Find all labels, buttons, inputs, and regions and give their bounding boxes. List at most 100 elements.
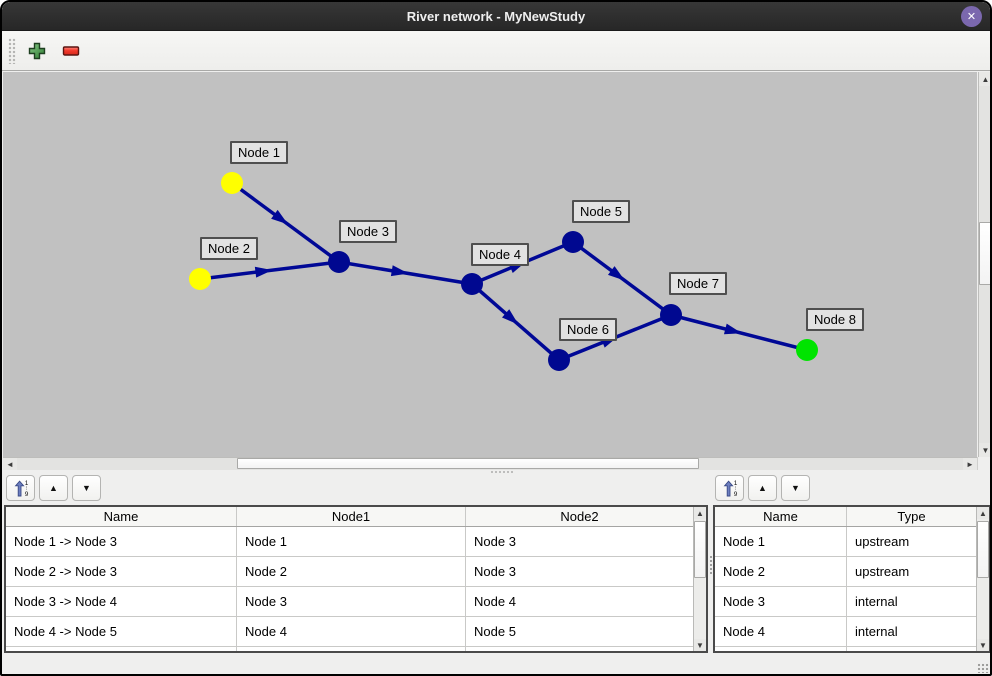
node-node-5[interactable] — [562, 231, 584, 253]
resize-grip-icon[interactable] — [977, 663, 989, 673]
scroll-up-icon[interactable]: ▲ — [979, 72, 990, 86]
table-cell[interactable]: Node 3 -> Node 4 — [6, 587, 237, 616]
canvas-vertical-scrollbar[interactable]: ▲ ▼ — [978, 72, 990, 457]
scrollbar-corner — [977, 457, 990, 470]
scroll-up-icon[interactable]: ▲ — [694, 507, 706, 519]
node-node-7[interactable] — [660, 304, 682, 326]
edge-arrow-icon — [390, 265, 409, 277]
scroll-down-icon[interactable]: ▼ — [979, 443, 990, 457]
plus-icon — [28, 42, 46, 59]
branches-scroll-thumb[interactable] — [694, 521, 706, 578]
table-cell[interactable]: Node 2 — [237, 557, 466, 586]
nodes-table-scrollbar[interactable]: ▲ ▼ — [976, 507, 989, 651]
node-move-down-button[interactable]: ▼ — [781, 475, 810, 501]
scroll-right-icon[interactable]: ► — [963, 458, 977, 470]
column-header-name[interactable]: Name — [6, 507, 237, 526]
column-header-node2[interactable]: Node2 — [560, 509, 599, 524]
horizontal-splitter[interactable] — [3, 470, 990, 474]
table-row[interactable]: Node 2 upstream — [715, 557, 976, 587]
minus-icon — [62, 45, 80, 56]
scroll-down-icon[interactable]: ▼ — [977, 639, 989, 651]
up-triangle-icon: ▲ — [758, 483, 767, 493]
node-label: Node 5 — [572, 200, 630, 223]
table-row[interactable]: Node 3 internal — [715, 587, 976, 617]
node-node-1[interactable] — [221, 172, 243, 194]
sort-branches-button[interactable]: 1 9 — [6, 475, 35, 501]
table-cell[interactable]: Node 3 — [715, 587, 847, 616]
delete-button[interactable] — [58, 38, 84, 64]
table-cell[interactable]: Node 1 — [237, 527, 466, 556]
node-node-3[interactable] — [328, 251, 350, 273]
table-cell[interactable]: Node 3 — [237, 587, 466, 616]
splitter-dots — [490, 471, 514, 473]
table-row-partial — [715, 647, 976, 651]
sort-icon: 1 9 — [14, 480, 28, 497]
sort-nodes-button[interactable]: 1 9 — [715, 475, 744, 501]
canvas-horizontal-scrollbar[interactable]: ◄ ► — [3, 457, 977, 470]
table-cell[interactable]: Node 4 — [237, 617, 466, 646]
table-cell[interactable]: Node 5 — [474, 624, 516, 639]
table-cell — [715, 647, 847, 651]
node-label: Node 2 — [200, 237, 258, 260]
up-triangle-icon: ▲ — [49, 483, 58, 493]
node-node-6[interactable] — [548, 349, 570, 371]
nodes-scroll-thumb[interactable] — [977, 521, 989, 578]
scroll-down-icon[interactable]: ▼ — [694, 639, 706, 651]
sort-digit-top: 1 — [733, 480, 737, 487]
table-cell[interactable]: Node 4 — [474, 594, 516, 609]
toolbar-drag-handle[interactable] — [8, 37, 16, 64]
branch-move-up-button[interactable]: ▲ — [39, 475, 68, 501]
edge-arrow-icon — [723, 323, 742, 335]
nodes-table-header: Name Type — [715, 507, 976, 527]
scroll-up-icon[interactable]: ▲ — [977, 507, 989, 519]
close-icon: ✕ — [966, 11, 977, 23]
node-node-8[interactable] — [796, 339, 818, 361]
branches-table-scrollbar[interactable]: ▲ ▼ — [693, 507, 706, 651]
node-label: Node 3 — [339, 220, 397, 243]
table-cell[interactable]: Node 1 -> Node 3 — [6, 527, 237, 556]
node-node-2[interactable] — [189, 268, 211, 290]
add-button[interactable] — [24, 38, 50, 64]
table-cell[interactable]: Node 3 — [474, 534, 516, 549]
table-cell — [237, 647, 466, 651]
toolbar — [2, 31, 990, 71]
table-cell[interactable]: internal — [855, 624, 898, 639]
table-row[interactable]: Node 4 internal — [715, 617, 976, 647]
sort-digit-top: 1 — [24, 480, 28, 487]
node-move-up-button[interactable]: ▲ — [748, 475, 777, 501]
title-bar: River network - MyNewStudy ✕ — [2, 2, 990, 31]
sort-icon: 1 9 — [723, 480, 737, 497]
edge-arrow-icon — [607, 266, 625, 281]
canvas-vertical-scroll-thumb[interactable] — [979, 222, 990, 285]
table-row[interactable]: Node 1 upstream — [715, 527, 976, 557]
edge-arrow-icon — [254, 266, 273, 278]
vertical-pane-splitter[interactable] — [709, 555, 714, 575]
column-header-type[interactable]: Type — [897, 509, 926, 524]
table-cell[interactable]: Node 2 — [715, 557, 847, 586]
branch-move-down-button[interactable]: ▼ — [72, 475, 101, 501]
table-cell[interactable]: upstream — [855, 534, 910, 549]
table-cell[interactable]: Node 3 — [474, 564, 516, 579]
table-cell[interactable]: Node 4 — [715, 617, 847, 646]
table-cell[interactable]: Node 4 -> Node 5 — [6, 617, 237, 646]
table-cell[interactable]: Node 1 — [715, 527, 847, 556]
node-node-4[interactable] — [461, 273, 483, 295]
table-cell[interactable]: upstream — [855, 564, 910, 579]
scroll-left-icon[interactable]: ◄ — [3, 458, 17, 470]
table-cell[interactable]: Node 2 -> Node 3 — [6, 557, 237, 586]
bottom-panel: 1 9 ▲ ▼ 1 9 ▲ ▼ N — [3, 474, 990, 674]
table-cell[interactable]: internal — [855, 594, 898, 609]
canvas-horizontal-scroll-thumb[interactable] — [237, 458, 699, 469]
column-header-node1[interactable]: Node1 — [237, 507, 466, 526]
column-header-name[interactable]: Name — [715, 507, 847, 526]
close-button[interactable]: ✕ — [961, 6, 982, 27]
